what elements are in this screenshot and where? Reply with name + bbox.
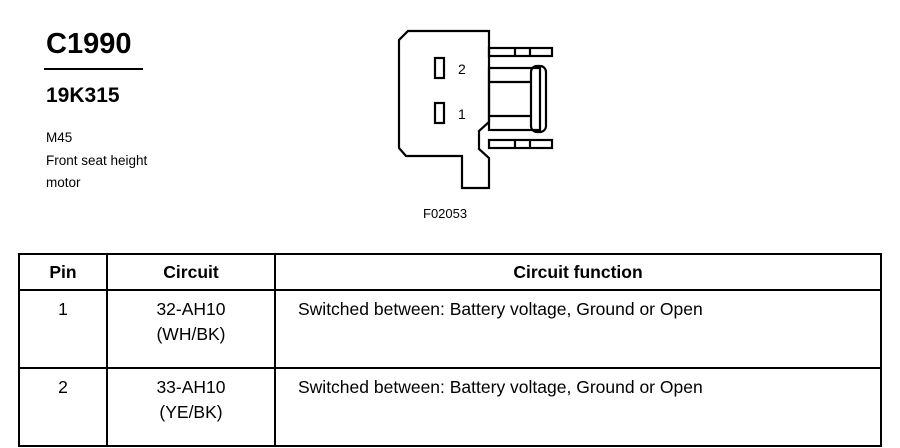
header-pin: Pin [18, 253, 108, 291]
table-header-row: Pin Circuit Circuit function [18, 253, 882, 291]
table-row: 1 32-AH10 (WH/BK) Switched between: Batt… [18, 289, 882, 369]
circuit-number: 32-AH10 [156, 299, 226, 319]
header-circuit: Circuit [106, 253, 276, 291]
wire-color: (WH/BK) [156, 324, 226, 344]
connector-face-diagram: 2 1 [397, 29, 554, 190]
component-code: M45 [46, 130, 73, 145]
component-description-line2: motor [46, 175, 81, 190]
connector-id-underline [44, 68, 143, 70]
wire-color: (YE/BK) [159, 402, 223, 422]
terminal-blade-lower [487, 138, 554, 150]
cell-circuit: 33-AH10 (YE/BK) [106, 367, 276, 447]
cell-pin: 1 [18, 289, 108, 369]
cell-pin: 2 [18, 367, 108, 447]
part-number: 19K315 [46, 84, 120, 107]
circuit-number: 33-AH10 [156, 377, 226, 397]
header-circuit-function: Circuit function [274, 253, 882, 291]
component-description-line1: Front seat height [46, 153, 148, 168]
pin-label-1: 1 [458, 106, 466, 122]
latch-body [487, 66, 542, 132]
figure-code: F02053 [423, 206, 468, 221]
connector-id: C1990 [46, 28, 132, 60]
table-row: 2 33-AH10 (YE/BK) Switched between: Batt… [18, 367, 882, 447]
latch-tab [529, 64, 548, 134]
terminal-blade-upper [487, 46, 554, 58]
cell-circuit: 32-AH10 (WH/BK) [106, 289, 276, 369]
pin-label-2: 2 [458, 61, 466, 77]
cell-circuit-function: Switched between: Battery voltage, Groun… [274, 289, 882, 369]
pin-cavity-2 [433, 56, 446, 80]
pin-cavity-1 [433, 101, 446, 125]
pinout-table: Pin Circuit Circuit function 1 32-AH10 (… [18, 253, 882, 447]
cell-circuit-function: Switched between: Battery voltage, Groun… [274, 367, 882, 447]
